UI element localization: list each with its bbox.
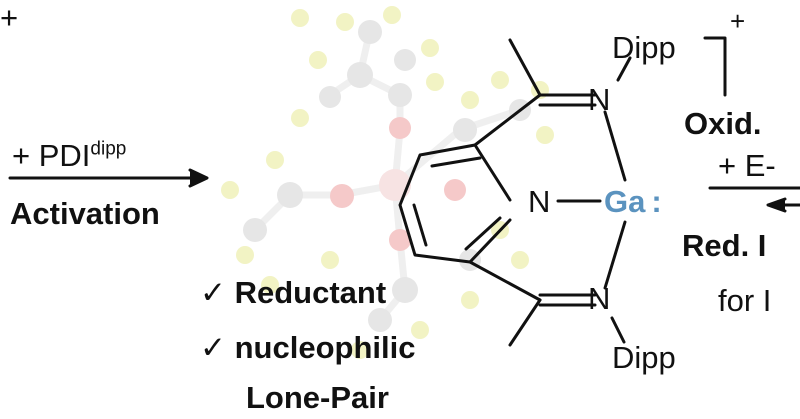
oxidation-label: Oxid.	[684, 106, 762, 141]
metal-symbol: Ga	[604, 184, 646, 219]
left-charge: +	[0, 0, 19, 35]
property-reductant: ✓ Reductant	[200, 277, 386, 308]
atom-n-top: N	[588, 82, 611, 117]
reagent-prefix: + PDI	[12, 138, 91, 173]
for-label: for I	[718, 283, 772, 318]
property-label: Reductant	[234, 275, 387, 310]
substituent-top: Dipp	[612, 30, 676, 65]
reagent-superscript: dipp	[90, 138, 127, 160]
property-lone-pair: Lone-Pair	[246, 382, 389, 413]
check-icon: ✓	[200, 330, 226, 365]
property-label: nucleophilic	[234, 330, 416, 365]
substituent-bottom: Dipp	[612, 340, 676, 375]
property-nucleophilic: ✓ nucleophilic	[200, 332, 415, 363]
lone-pair-dots: :	[651, 184, 662, 219]
gallium-label: Ga:	[604, 186, 662, 217]
check-icon: ✓	[200, 275, 226, 310]
activation-label: Activation	[10, 196, 160, 231]
property-label: Lone-Pair	[246, 380, 389, 415]
atom-n-bottom: N	[588, 281, 611, 316]
reagent-right: + E-	[718, 148, 776, 183]
atom-n-center: N	[528, 184, 551, 219]
reduction-label: Red. I	[682, 228, 767, 263]
reagent-label: + PDIdipp	[12, 140, 126, 171]
charge-top: +	[730, 6, 746, 36]
